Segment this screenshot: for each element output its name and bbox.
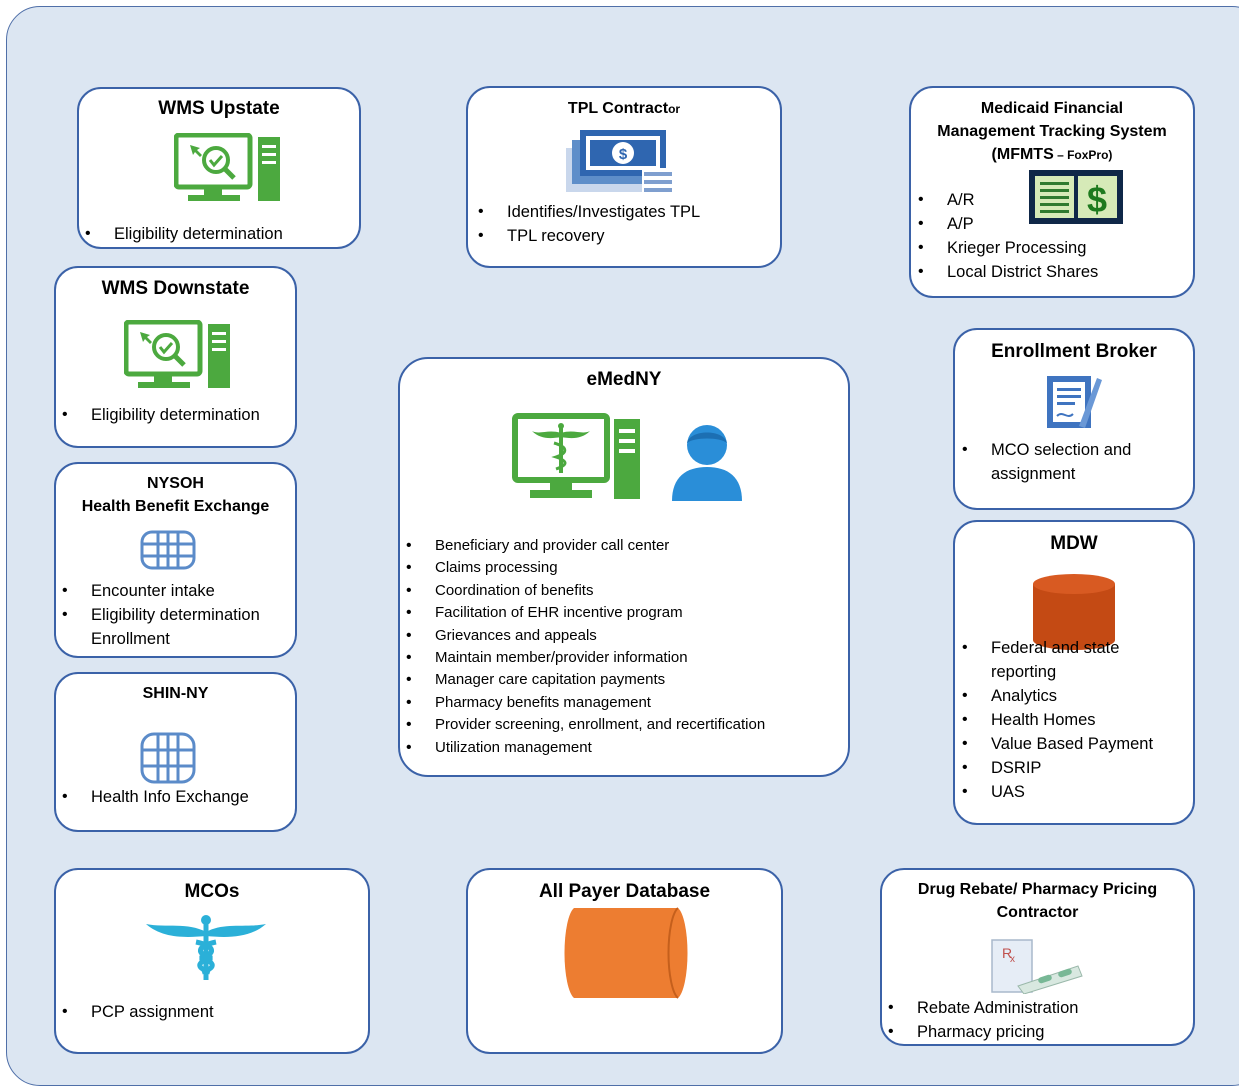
caduceus-icon <box>146 915 266 980</box>
svg-text:$: $ <box>619 146 628 163</box>
wms-upstate-card: WMS Upstate Eligibility determination <box>77 87 361 249</box>
mcos-card: MCOs PCP assignment <box>54 868 370 1054</box>
bullet-item: Claims processing <box>402 557 765 580</box>
card-title: Enrollment Broker <box>991 341 1157 362</box>
database-icon <box>1033 574 1115 650</box>
nysoh-card: NYSOH Health Benefit Exchange Encounter … <box>54 462 297 658</box>
card-title: WMS Upstate <box>158 98 280 119</box>
card-bullets: Federal and state reporting Analytics He… <box>958 636 1153 804</box>
globe-icon <box>140 732 196 784</box>
card-bullets: MCO selection and assignment <box>958 438 1131 486</box>
card-bullets: Eligibility determination <box>58 403 260 427</box>
tpl-contractor-card: TPL Contractor $ Identifies/Investigates… <box>466 86 782 268</box>
card-title: Drug Rebate/ Pharmacy Pricing Contractor <box>917 881 1158 921</box>
mdw-card: MDW Federal and state reporting Analytic… <box>953 520 1195 825</box>
card-bullets: PCP assignment <box>58 1000 214 1024</box>
computer-search-icon <box>174 133 280 201</box>
bullet-item: DSRIP <box>958 756 1153 780</box>
bullet-item: Value Based Payment <box>958 732 1153 756</box>
card-title: MDW <box>1050 533 1098 554</box>
card-bullets: Eligibility determination <box>81 222 283 246</box>
card-title: WMS Downstate <box>101 278 250 299</box>
bullet-item: Coordination of benefits <box>402 580 765 603</box>
bullet-item: Maintain member/provider information <box>402 647 765 670</box>
mfmts-card: Medicaid Financial Management Tracking S… <box>909 86 1195 298</box>
document-sign-icon <box>1047 376 1102 428</box>
card-bullets: Rebate Administration Pharmacy pricing <box>884 996 1078 1044</box>
card-title: eMedNY <box>586 369 662 390</box>
bullet-item: Rebate Administration <box>884 996 1078 1020</box>
card-title: SHIN-NY <box>142 685 209 702</box>
bullet-item: Encounter intake <box>58 579 260 603</box>
card-bullets: Encounter intake Eligibility determinati… <box>58 579 260 651</box>
card-bullets: Identifies/Investigates TPL TPL recovery <box>474 200 700 248</box>
person-icon <box>672 425 742 501</box>
bullet-item: UAS <box>958 780 1153 804</box>
bullet-item: Facilitation of EHR incentive program <box>402 602 765 625</box>
bullet-item: Grievances and appeals <box>402 625 765 648</box>
bullet-item: Utilization management <box>402 737 765 760</box>
bullet-item: A/P <box>914 212 1098 236</box>
bullet-item: A/R <box>914 188 1098 212</box>
card-title: MCOs <box>184 881 240 902</box>
bullet-item: Health Info Exchange <box>58 785 249 809</box>
money-icon: $ <box>566 130 674 192</box>
card-bullets: Health Info Exchange <box>58 785 249 809</box>
bullet-item: MCO selection and <box>958 438 1131 462</box>
bullet-item: Pharmacy benefits management <box>402 692 765 715</box>
globe-icon <box>140 530 196 570</box>
bullet-item: Krieger Processing <box>914 236 1098 260</box>
bullet-continuation: Enrollment <box>91 630 170 648</box>
card-bullets: A/R A/P Krieger Processing Local Distric… <box>914 188 1098 284</box>
bullet-item: Health Homes <box>958 708 1153 732</box>
bullet-item: TPL recovery <box>474 224 700 248</box>
bullet-item: Manager care capitation payments <box>402 669 765 692</box>
bullet-item: Eligibility determination <box>81 222 283 246</box>
drug-rebate-card: Drug Rebate/ Pharmacy Pricing Contractor… <box>880 868 1195 1046</box>
bullet-item: Pharmacy pricing <box>884 1020 1078 1044</box>
card-bullets: Beneficiary and provider call center Cla… <box>402 535 765 759</box>
svg-text:R: R <box>1002 945 1012 961</box>
bullet-continuation: assignment <box>991 465 1076 483</box>
bullet-item: Federal and state <box>958 636 1153 660</box>
emedny-card: eMedNY Beneficiary and provider call cen… <box>398 357 850 777</box>
card-title: All Payer Database <box>538 881 711 902</box>
enrollment-broker-card: Enrollment Broker MCO selection and assi… <box>953 328 1195 510</box>
database-icon <box>564 907 688 999</box>
shin-ny-card: SHIN-NY Health Info Exchange <box>54 672 297 832</box>
all-payer-database-card: All Payer Database <box>466 868 783 1054</box>
bullet-item: Eligibility determination <box>58 403 260 427</box>
bullet-item: Identifies/Investigates TPL <box>474 200 700 224</box>
card-title: NYSOH Health Benefit Exchange <box>81 475 270 515</box>
wms-downstate-card: WMS Downstate Eligibility determination <box>54 266 297 448</box>
bullet-continuation: reporting <box>991 663 1057 681</box>
medical-computer-icon <box>512 413 640 499</box>
bullet-item: Provider screening, enrollment, and rece… <box>402 714 765 737</box>
bullet-item: PCP assignment <box>58 1000 214 1024</box>
bullet-item: Eligibility determination <box>58 603 260 627</box>
bullet-item: Analytics <box>958 684 1153 708</box>
computer-search-icon <box>124 320 230 388</box>
svg-text:x: x <box>1010 954 1015 965</box>
prescription-icon: R x <box>991 939 1083 994</box>
card-title: TPL Contractor <box>567 100 681 117</box>
bullet-item: Local District Shares <box>914 260 1098 284</box>
card-title: Medicaid Financial Management Tracking S… <box>937 100 1167 163</box>
bullet-item: Beneficiary and provider call center <box>402 535 765 558</box>
